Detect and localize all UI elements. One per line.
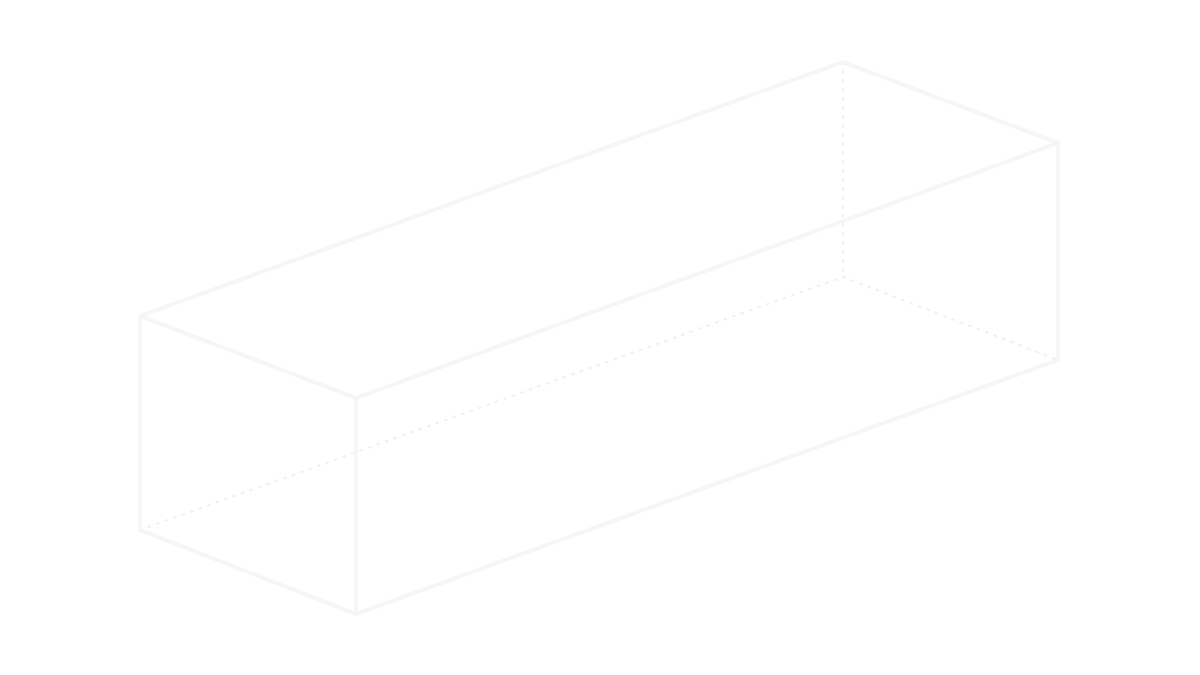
hidden-edge-back-long	[139, 276, 844, 531]
edge-bottom-long	[354, 358, 1060, 616]
hidden-edges	[139, 61, 1059, 531]
hidden-edge-back-short	[842, 276, 1059, 361]
edge-bottom-short	[138, 528, 358, 616]
visible-edges	[138, 60, 1060, 616]
